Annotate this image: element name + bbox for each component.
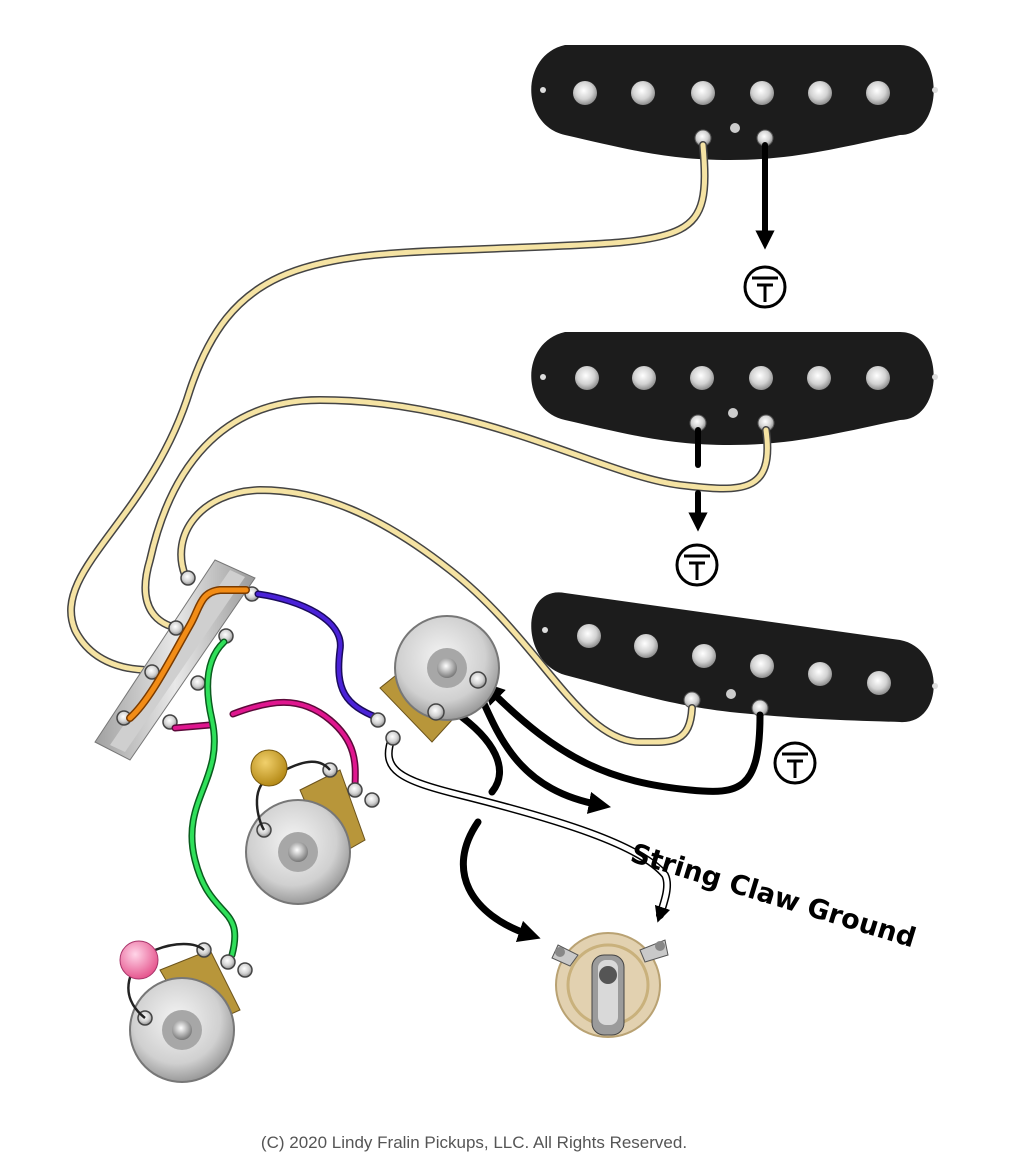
tone-pot-2 xyxy=(119,940,253,1083)
ground-leads xyxy=(451,142,775,943)
copyright-text: (C) 2020 Lindy Fralin Pickups, LLC. All … xyxy=(261,1133,687,1152)
output-jack xyxy=(551,932,669,1038)
pot-lugs xyxy=(256,762,380,838)
ground-symbol xyxy=(773,741,817,785)
bridge-pickup xyxy=(531,592,938,723)
neck-pickup xyxy=(531,45,938,160)
switch-lugs xyxy=(116,570,260,730)
pot-lugs xyxy=(370,671,487,746)
pole-pieces xyxy=(577,624,891,695)
hot-wires xyxy=(67,141,772,747)
ground-symbol xyxy=(675,543,719,587)
tone-pot-1 xyxy=(245,749,380,905)
tone-capacitor xyxy=(119,940,159,980)
tone-capacitor xyxy=(250,749,288,787)
pole-pieces xyxy=(573,81,890,105)
pole-pieces xyxy=(575,366,890,390)
middle-pickup xyxy=(531,332,938,445)
volume-pot xyxy=(370,615,500,746)
jumper-wires xyxy=(126,586,672,959)
ground-symbol xyxy=(743,265,787,309)
white-wire xyxy=(384,734,672,919)
